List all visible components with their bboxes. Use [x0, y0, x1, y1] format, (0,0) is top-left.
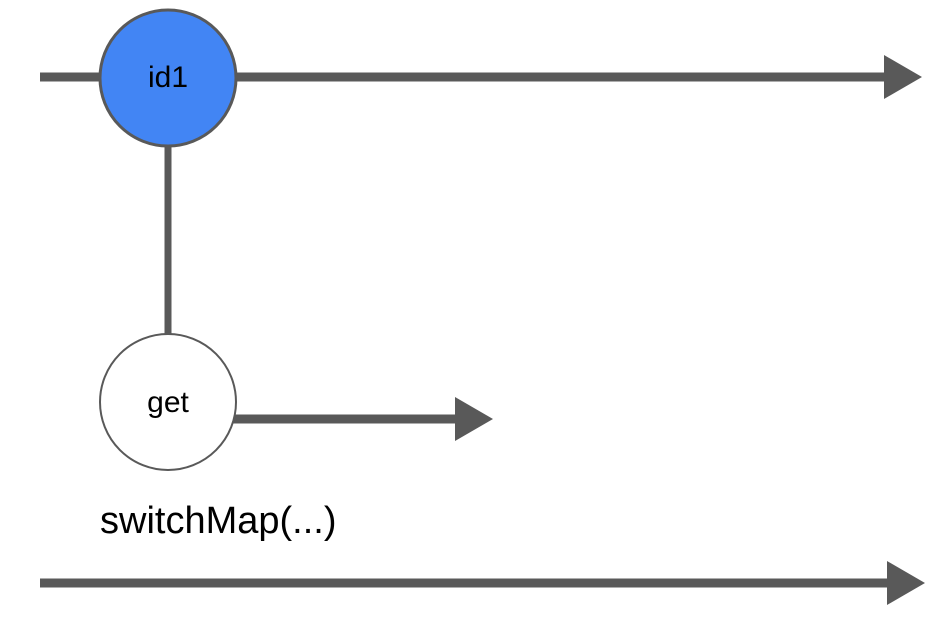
marble-node-get[interactable] [99, 333, 237, 471]
operator-label: switchMap(...) [100, 500, 336, 542]
marble-node-get-label: get [147, 386, 189, 419]
marble-node-id1[interactable] [98, 8, 238, 148]
marble-node-id1-label: id1 [148, 61, 188, 94]
inner-stream-arrow-icon [455, 397, 493, 441]
source-stream-arrow-icon [884, 55, 922, 99]
output-stream-arrow-icon [887, 561, 925, 605]
